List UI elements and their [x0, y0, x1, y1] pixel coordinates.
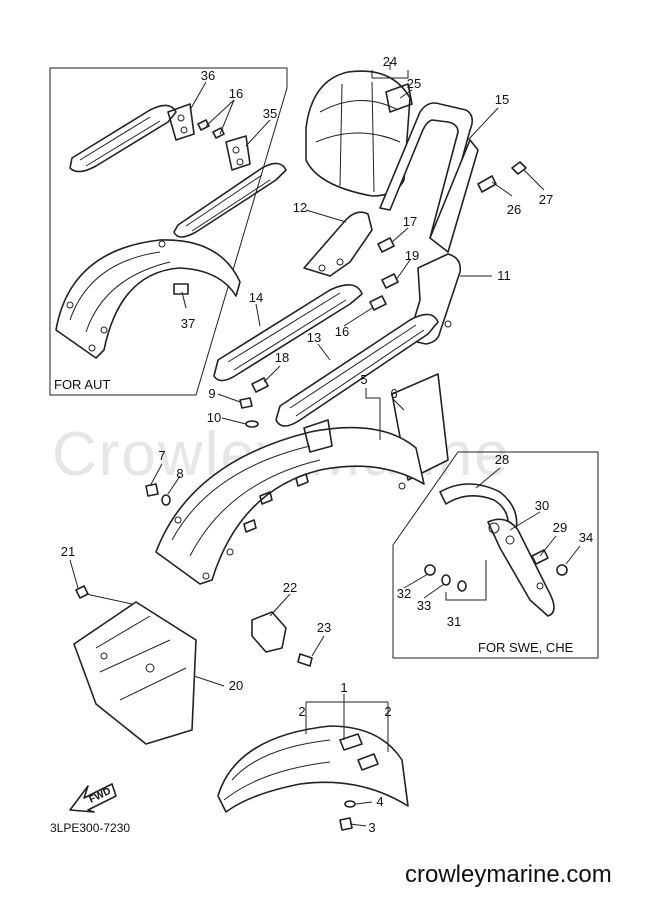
backrest-24	[305, 70, 411, 197]
aut-part-37	[173, 283, 189, 295]
swe-washer-33	[441, 574, 451, 586]
aut-bolt-16a	[197, 119, 210, 131]
aut-bolt-16b	[212, 127, 225, 139]
swe-nut-34	[556, 564, 568, 576]
callout-2-left: 2	[298, 704, 305, 719]
callout-11: 11	[497, 268, 511, 283]
inset-for-swe-che: FOR SWE, CHE	[392, 451, 599, 659]
grab-rail-14	[213, 284, 363, 382]
bolt-7	[145, 483, 159, 497]
callout-5: 5	[360, 372, 367, 387]
inset-for-aut: FOR AUT	[49, 67, 288, 396]
bolt-18	[251, 377, 269, 393]
bolt-27	[511, 161, 527, 175]
callout-22: 22	[283, 580, 297, 595]
callout-12: 12	[293, 200, 307, 215]
callout-9: 9	[208, 386, 215, 401]
callout-16: 16	[335, 324, 349, 339]
callout-21: 21	[61, 544, 75, 559]
callout-18: 18	[275, 350, 289, 365]
swe-bolt-29	[531, 549, 549, 565]
bolt-19	[381, 273, 399, 289]
bolt-16	[369, 295, 387, 311]
callout-2-right: 2	[384, 704, 391, 719]
callout-6: 6	[390, 386, 397, 401]
callout-27: 27	[539, 192, 553, 207]
aut-bracket-35	[225, 135, 251, 171]
swe-washer-31	[457, 580, 467, 592]
callout-15: 15	[495, 92, 509, 107]
callout-20: 20	[229, 678, 243, 693]
grab-rail-13	[275, 313, 439, 427]
callout-37: 37	[181, 316, 195, 331]
callout-36: 36	[201, 68, 215, 83]
washer-4	[344, 800, 356, 808]
callout-25: 25	[407, 76, 421, 91]
cover-20	[73, 601, 197, 745]
aut-rear-fender	[55, 239, 241, 359]
bolt-23	[297, 653, 313, 667]
callout-4: 4	[376, 794, 383, 809]
aut-bracket-36	[167, 103, 195, 141]
fwd-arrow-icon: FWD	[69, 783, 117, 813]
plate-25	[385, 83, 413, 113]
callout-14: 14	[249, 290, 263, 305]
callout-28: 28	[495, 452, 509, 467]
rear-fender-5	[155, 426, 425, 585]
swe-nut-32	[424, 564, 436, 576]
inset-swe-che-frame	[392, 451, 599, 659]
callout-29: 29	[553, 520, 567, 535]
swe-stay	[487, 518, 555, 617]
callout-13: 13	[307, 330, 321, 345]
inset-aut-frame	[49, 67, 288, 396]
bolt-9	[239, 397, 253, 409]
callout-1: 1	[340, 680, 347, 695]
bracket-12	[303, 211, 373, 277]
callout-7: 7	[158, 448, 165, 463]
callout-35: 35	[263, 106, 277, 121]
aut-grab-rail-upper	[69, 104, 177, 173]
callout-34: 34	[579, 530, 593, 545]
callout-16-aut: 16	[229, 86, 243, 101]
washer-8	[161, 494, 171, 506]
callout-32: 32	[397, 586, 411, 601]
callout-8: 8	[176, 466, 183, 481]
inset-swe-che-label: FOR SWE, CHE	[478, 640, 574, 655]
bolt-17	[377, 237, 395, 253]
bolt-3	[339, 817, 353, 831]
bolt-26	[477, 175, 497, 193]
callout-19: 19	[405, 248, 419, 263]
callout-26: 26	[507, 202, 521, 217]
callout-31: 31	[447, 614, 461, 629]
callout-30: 30	[535, 498, 549, 513]
bracket-22	[251, 611, 287, 653]
callout-33: 33	[417, 598, 431, 613]
callout-10: 10	[207, 410, 221, 425]
callout-23: 23	[317, 620, 331, 635]
callout-24: 24	[383, 54, 397, 69]
callout-3: 3	[368, 820, 375, 835]
website-label: crowleymarine.com	[405, 861, 612, 888]
inset-aut-label: FOR AUT	[54, 377, 110, 392]
diagram-code: 3LPE300-7230	[50, 821, 130, 835]
callout-17: 17	[403, 214, 417, 229]
front-fender-1	[217, 725, 409, 813]
aut-grab-rail-lower	[173, 162, 287, 238]
